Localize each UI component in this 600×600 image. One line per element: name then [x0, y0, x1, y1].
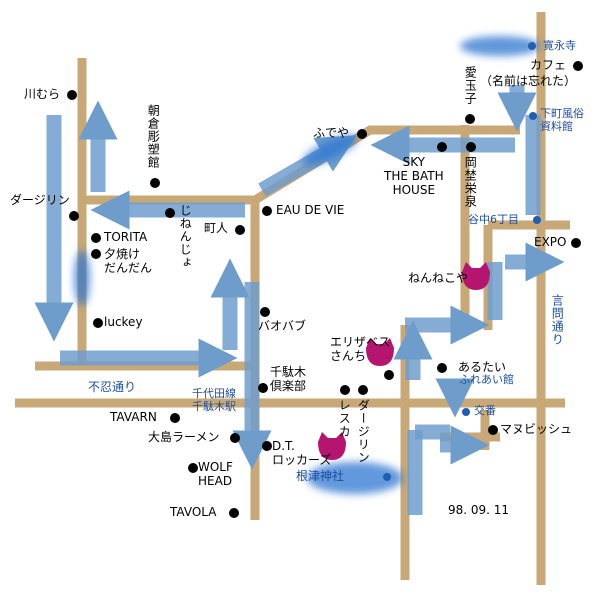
label-torita: TORITA [104, 230, 148, 244]
dot-dt-lockers [262, 441, 272, 451]
label-machibito: 町人 [204, 221, 229, 235]
dot-fudeya [357, 129, 367, 139]
highlight-nezu [307, 462, 403, 494]
dot-baobab [260, 307, 270, 317]
dot-lesca [340, 385, 350, 395]
label-kaneiji: 寛永寺 [543, 39, 576, 52]
landmark-dots [383, 42, 541, 481]
label-fudeya: ふでや [313, 126, 350, 140]
label-fureai: ふれあい館 [459, 373, 514, 386]
highlight-west [74, 250, 90, 306]
dot-cafe [573, 61, 583, 71]
label-tavola: TAVOLA [170, 505, 217, 519]
label-darjeeling-west: ダージリン [10, 193, 70, 207]
dot-tavarn [170, 413, 180, 423]
dot-expo [571, 238, 581, 248]
cat-markers [318, 262, 490, 460]
label-aidamago: 愛玉子 [463, 66, 478, 105]
dot-eliza [384, 370, 394, 380]
blur-highlights [74, 36, 540, 494]
dot-nezu [383, 473, 391, 481]
label-jinenjo: じねんじょ [178, 204, 193, 269]
label-darjeeling-east: ダージリン [356, 399, 371, 464]
label-nezu-shrine: 根津神社 [296, 469, 345, 483]
dot-jinenjo [165, 208, 175, 218]
highlight-kaneiji [460, 36, 540, 56]
label-manubissh: マヌビッシュ [500, 422, 573, 436]
label-tavarn: TAVARN [110, 410, 157, 424]
dot-eau-de-vie [262, 206, 272, 216]
label-shitamachi: 下町風俗 資料館 [540, 107, 584, 133]
label-asakura: 朝倉彫塑館 [146, 104, 161, 169]
dot-oshima [230, 433, 240, 443]
dot-asakura [150, 178, 160, 188]
label-shinobazu-dori: 不忍通り [88, 380, 137, 394]
dot-koban [462, 408, 470, 416]
label-nennekoya: ねんねこや [408, 271, 469, 285]
label-lesca: レスカ [337, 399, 352, 438]
dot-kaneiji [528, 42, 536, 50]
label-baobab: バオバブ [258, 319, 307, 333]
dot-manubissh [488, 425, 498, 435]
label-koban: 交番 [474, 404, 496, 417]
dot-darjeeling-east [358, 385, 368, 395]
dot-torita [91, 233, 101, 243]
road-network [15, 12, 570, 585]
dot-machibito [235, 225, 245, 235]
label-cafe-note: （名前は忘れた） [480, 74, 577, 88]
label-arutai: あるたい [458, 360, 507, 374]
place-dots [67, 61, 583, 518]
dot-yuyake [91, 249, 101, 259]
dot-yanaka6 [533, 216, 541, 224]
label-dt-lockers: D.T. ロッカーズ [272, 439, 332, 467]
label-okakura: 岡埜栄泉 [463, 156, 478, 208]
label-sky-the-bath-house: SKY THE BATH HOUSE [384, 155, 444, 197]
cat-icon-eliza [366, 338, 394, 366]
dot-sendagi-club [258, 383, 268, 393]
dot-sky [437, 142, 447, 152]
dot-luckey [93, 318, 103, 328]
map-date: 98. 09. 11 [448, 503, 510, 517]
cat-icon-dt-lockers [318, 432, 346, 460]
dot-kawamura [67, 90, 77, 100]
label-cafe: カフェ [530, 58, 567, 72]
cat-icon-nennekoya [462, 262, 490, 290]
dot-tavola [229, 508, 239, 518]
dot-okakura [466, 142, 476, 152]
label-chiyoda-station: 千代田線 千駄木駅 [192, 387, 236, 413]
label-kototoi-dori: 言問通り [550, 294, 565, 346]
label-sendagi-club: 千駄木 倶楽部 [270, 365, 307, 393]
dot-aidamago [465, 114, 475, 124]
label-wolf-head: WOLF HEAD [198, 460, 233, 488]
dot-shitamachi [529, 112, 537, 120]
label-luckey: luckey [104, 315, 143, 329]
label-yuyake-dandan: 夕焼け だんだん [104, 247, 153, 275]
dot-arutai [437, 363, 447, 373]
label-eau-de-vie: EAU DE VIE [276, 203, 345, 217]
label-eliza: エリザベスさんち [330, 335, 391, 363]
walking-route [34, 85, 565, 515]
label-oshima: 大島ラーメン [148, 430, 220, 444]
label-yanaka6: 谷中6丁目 [468, 213, 519, 226]
dot-darjeeling-west [69, 211, 79, 221]
highlight-fudeya [302, 134, 358, 166]
label-kawamura: 川むら [24, 87, 61, 101]
dot-wolf [188, 463, 198, 473]
label-expo: EXPO [534, 235, 567, 249]
